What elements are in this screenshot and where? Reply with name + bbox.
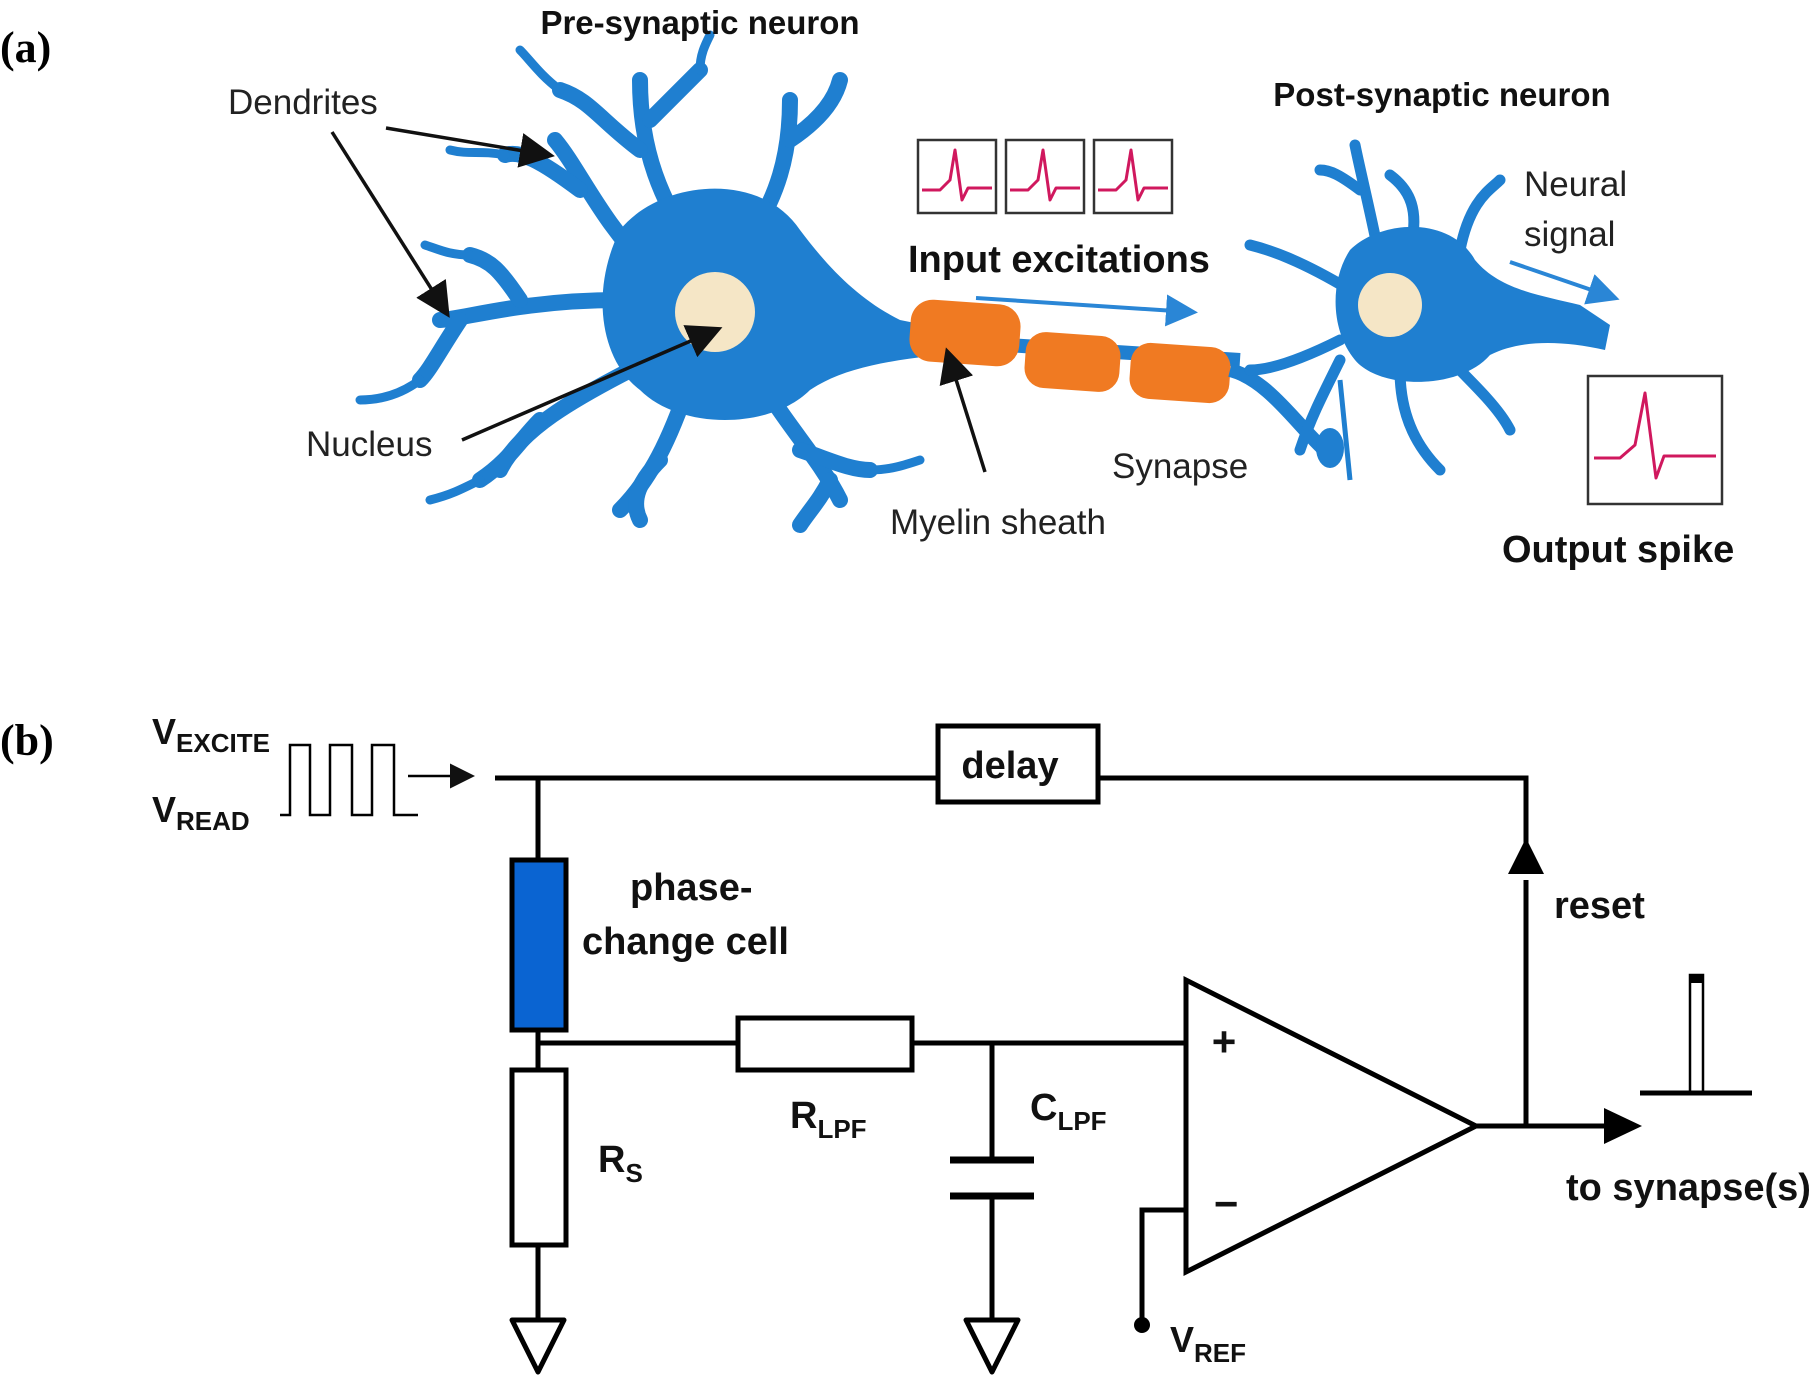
svg-text:VEXCITE: VEXCITE [152,711,270,758]
phase-change-label-line1: phase- [630,867,752,909]
output-spike-box [1586,374,1724,506]
circuit-wires [495,775,1612,1325]
panel-a-label: (a) [0,23,51,72]
phase-change-cell [509,857,569,1033]
neural-signal-label-line1: Neural [1524,165,1627,204]
minus-sign: − [1214,1180,1239,1227]
pre-synaptic-title: Pre-synaptic neuron [540,4,859,41]
myelin-sheath-label: Myelin sheath [890,503,1106,542]
dendrites-arrow-upper [385,126,555,168]
rs-resistor [509,1067,569,1248]
myelin-arrow [939,347,987,473]
reset-label: reset [1554,885,1645,927]
svg-text:VREAD: VREAD [152,789,250,836]
reset-arrowhead [1508,838,1544,874]
nucleus-label: Nucleus [306,425,432,464]
v-excite-label: VEXCITE [152,711,270,758]
svg-text:CLPF: CLPF [1030,1087,1107,1136]
ground-symbol-rs [509,1317,567,1375]
neural-signal-arrow [1509,260,1620,305]
vref-label: VREF [1170,1319,1246,1368]
phase-change-label-line2: change cell [582,921,789,963]
post-synaptic-neuron [1244,139,1610,481]
delay-label: delay [961,745,1058,787]
svg-text:VREF: VREF [1170,1319,1246,1368]
plus-sign: + [1212,1018,1237,1065]
synapse-label: Synapse [1112,447,1248,486]
nucleus-shape [675,272,755,352]
ground-symbol-clpf [963,1317,1021,1375]
output-arrowhead [1604,1108,1642,1144]
panel-b-label: (b) [0,716,54,765]
vref-terminal [1134,1317,1150,1333]
rlpf-resistor [735,1015,915,1073]
rs-label: RS [598,1139,643,1188]
neural-signal-label-line2: signal [1524,215,1615,254]
pre-synaptic-neuron [355,30,930,533]
comparator [1183,975,1482,1277]
dendrites-label: Dendrites [228,83,378,122]
to-synapse-label: to synapse(s) [1566,1167,1811,1209]
delay-box [935,723,1101,805]
input-excitation-spikes [916,138,1174,215]
dendrites-arrow-lower [330,131,450,318]
input-pulse-train [280,743,475,817]
post-synaptic-title: Post-synaptic neuron [1273,76,1610,113]
output-spike-label: Output spike [1502,529,1734,571]
nucleus-arrow [461,325,723,442]
svg-text:RS: RS [598,1139,643,1188]
svg-text:RLPF: RLPF [790,1095,867,1144]
output-pulse-symbol [1640,973,1752,1096]
rlpf-label: RLPF [790,1095,867,1144]
v-read-label: VREAD [152,789,250,836]
axon [909,299,1344,468]
clpf-capacitor [950,1156,1034,1200]
input-excitation-arrow [975,294,1198,327]
clpf-label: CLPF [1030,1087,1107,1136]
input-excitations-label: Input excitations [908,239,1210,281]
